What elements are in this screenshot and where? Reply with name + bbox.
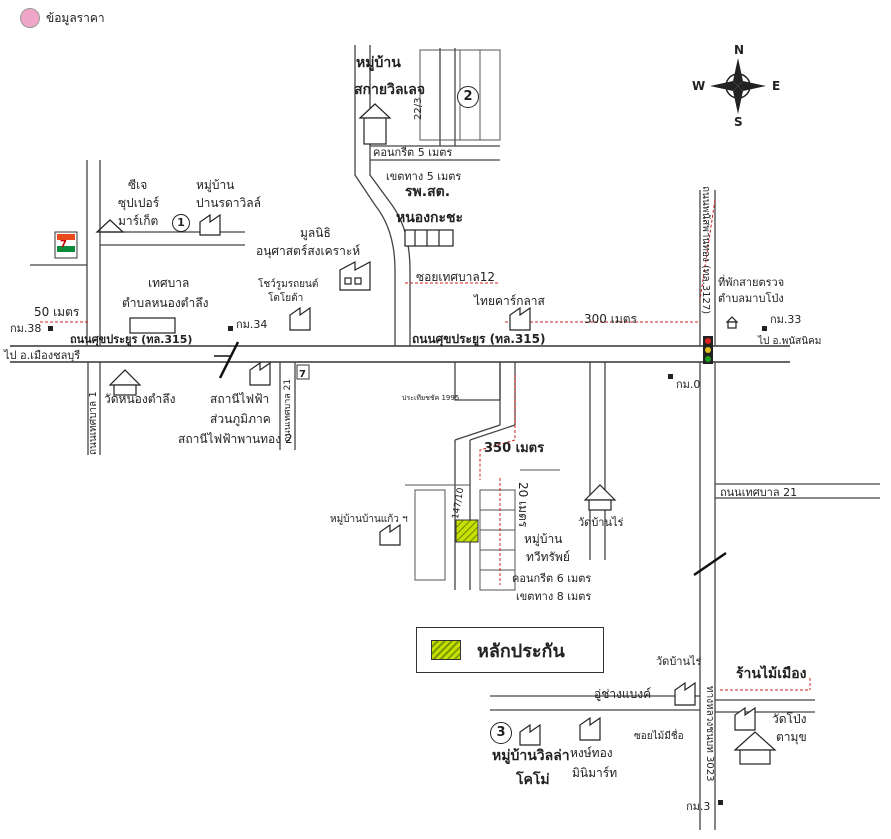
boundary-8m: เขตทาง 8 เมตร (516, 590, 592, 603)
soi-mai-label: ซอยไม้มีชื่อ (634, 731, 684, 742)
village-tawee-label-2: ทวีทรัพย์ (526, 550, 570, 564)
temple-icons (108, 369, 777, 765)
km38-label: กม.38 (10, 322, 42, 335)
compass-e: E (772, 79, 781, 93)
ce-label-1: ซีเจ (128, 178, 148, 192)
distance-300m: 300 เมตร (584, 312, 637, 326)
wat-pong-label-1: วัดโป่ง (772, 712, 807, 726)
main-road-label-mid: ถนนศุขประยูร (ทล.315) (412, 332, 546, 346)
km34-label: กม.34 (236, 318, 268, 331)
checkpoint-label-2: ตำบลมาบโป่ง (718, 292, 784, 305)
thaicar-label: ไทยคาร์กลาส (474, 294, 545, 308)
seven-eleven-icon: 7 (54, 231, 78, 259)
marker-1: 1 (172, 214, 190, 232)
compass-w: W (692, 79, 706, 93)
marker-2: 2 (457, 86, 479, 108)
village-plots (405, 49, 560, 591)
soi-tessaban21-left-label: ถนนเทศบาล 21 (283, 378, 293, 442)
main-road-label-left: ถนนศุขประยูร (ทล.315) (70, 333, 193, 346)
km-markers (48, 326, 767, 805)
village-villa-label-2: โคโม่ (516, 772, 550, 788)
km0-label: กม.0 (676, 378, 701, 391)
wat-bansai-label: วัดบ้านไร่ (578, 516, 624, 529)
to-phanat-label: ไป อ.พนัสนิคม (758, 336, 822, 347)
wat-nong-label: วัดหนองตำลึง (104, 392, 176, 406)
road-3127-label: ถนนพนัสพานทอง (ทล.3127) (700, 186, 711, 315)
road-network (30, 45, 880, 830)
foundation-label-1: มูลนิธิ (300, 226, 331, 240)
checkpoint-label-1: ที่พักสายตรวจ (718, 276, 785, 289)
power-label-3: สถานีไฟฟ้าพานทอง 2 (178, 432, 293, 446)
toyota-label-1: โชว์รูมรถยนต์ (258, 279, 319, 290)
marker-3: 3 (490, 722, 512, 744)
power-label-2: ส่วนภูมิภาค (210, 412, 271, 426)
hongthong-label-1: หงษ์ทอง (570, 746, 613, 760)
main-highway (10, 345, 790, 363)
concrete-5m: คอนกรีต 5 เมตร (373, 146, 453, 159)
village-sakai-label-2: สกายวิลเลจ (354, 82, 426, 98)
foundation-label-2: อนุศาสตร์สงเคราะห์ (256, 244, 361, 258)
village-baan-label: หมู่บ้านบ้านแก้ว ฯ (330, 514, 408, 525)
village-tawee-label-1: หมู่บ้าน (524, 532, 563, 546)
highway-3023-label: ทางหลวงชนบท 3023 (704, 686, 715, 782)
ce-label-2: ซุปเปอร์ (118, 196, 160, 210)
wat-pong-label-2: ตามุข (776, 730, 807, 744)
collateral-plot (455, 519, 479, 543)
concrete-6m: คอนกรีต 6 เมตร (512, 572, 592, 585)
price-legend: ข้อมูลราคา (20, 8, 105, 28)
distance-350m: 350 เมตร (484, 441, 545, 456)
collateral-swatch (431, 640, 461, 660)
soi-tessaban1-label: ถนนเทศบาล 1 (88, 391, 99, 455)
distance-20m: 20 เมตร (516, 482, 530, 528)
village-pan-label-2: ปานรดาวิลล์ (196, 196, 261, 210)
village-sakai-label-1: หมู่บ้าน (356, 55, 401, 71)
svg-text:7: 7 (60, 239, 67, 250)
hospital-label: รพ.สต. (405, 184, 451, 200)
soi12-label: ซอยเทศบาล12 (416, 270, 495, 284)
garage-label: อู่ช่างแบงค์ (594, 687, 652, 701)
village-villa-label-1: หมู่บ้านวิลล่า (492, 748, 570, 764)
power-label-1: สถานีไฟฟ้า (210, 392, 270, 406)
lot-22-3: 22/3 (413, 97, 424, 120)
railway-crossings (214, 341, 727, 577)
toyota-label-2: โตโยต้า (268, 293, 304, 304)
ban-mai-label: ร้านไม้เมือง (736, 666, 807, 682)
wat-bansai-label-2: วัดบ้านไร่ (656, 655, 702, 668)
village-pan-label-1: หมู่บ้าน (196, 178, 235, 192)
house-icons (95, 103, 739, 329)
municipal-label-2: ตำบลหนองตำลึง (122, 296, 209, 310)
km3-label: กม.3 (686, 800, 711, 813)
building-icons (129, 229, 454, 334)
distance-lines (40, 199, 811, 691)
price-dot-icon (20, 8, 40, 28)
nong-kracha-label: หนองกะชะ (396, 210, 464, 226)
road-tessaban21-label: ถนนเทศบาล 21 (720, 486, 798, 499)
price-legend-label: ข้อมูลราคา (46, 10, 105, 25)
small-sign-label: ประเทียชชัค 1995 (402, 394, 460, 402)
seven-eleven-icon-2: 7 (296, 364, 310, 380)
traffic-light-icon (703, 336, 713, 364)
ce-label-3: มาร์เก็ต (118, 214, 159, 228)
hongthong-label-2: มินิมาร์ท (572, 766, 618, 780)
to-chonburi-label: ไป อ.เมืองชลบุรี (4, 349, 81, 362)
svg-text:7: 7 (299, 369, 306, 380)
factory-icons (199, 213, 756, 746)
km33-label: กม.33 (770, 313, 802, 326)
boundary-5m: เขตทาง 5 เมตร (386, 170, 462, 183)
distance-50m: 50 เมตร (34, 305, 80, 319)
municipal-label-1: เทศบาล (148, 276, 190, 290)
collateral-legend-label: หลักประกัน (477, 641, 565, 662)
collateral-legend: หลักประกัน (416, 627, 604, 673)
compass-rose-icon (710, 58, 766, 114)
compass-s: S (734, 115, 743, 129)
compass-n: N (734, 43, 745, 57)
